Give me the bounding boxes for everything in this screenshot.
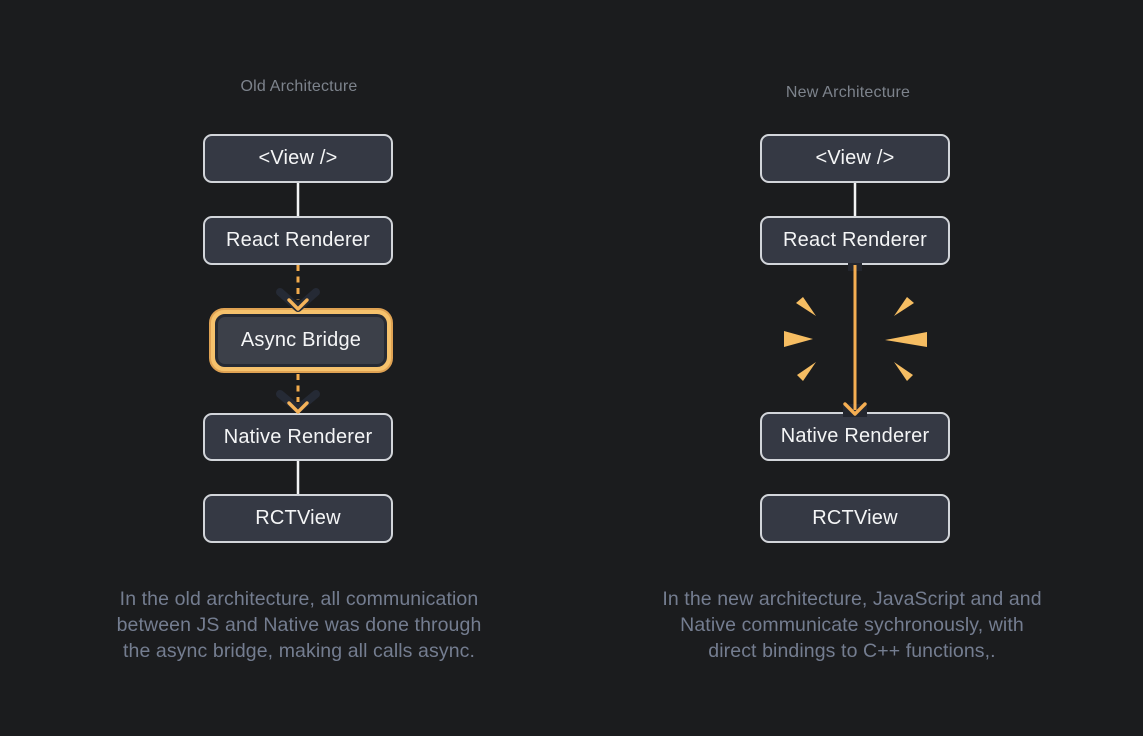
node-view-new: <View /> [760, 134, 950, 183]
old-react-to-bridge-dashed-arrow [276, 265, 320, 312]
node-native-renderer-new: Native Renderer [760, 412, 950, 461]
new-architecture-caption: In the new architecture, JavaScript and … [662, 586, 1041, 664]
arrowhead-casing-chevron-icon [276, 288, 320, 312]
node-view-old: <View /> [203, 134, 393, 183]
node-async-bridge: Async Bridge [215, 314, 387, 367]
caption-line: between JS and Native was done through [116, 614, 482, 636]
caption-line: direct bindings to C++ functions,. [708, 640, 996, 662]
node-native-renderer-old: Native Renderer [203, 413, 393, 461]
caption-line: the async bridge, making all calls async… [122, 640, 476, 662]
old-bridge-to-native-dashed-arrow [276, 374, 320, 414]
caption-line: Native communicate sychronously, with [680, 614, 1024, 636]
sync-spark-icon-right [885, 297, 927, 381]
old-architecture-title: Old Architecture [240, 78, 358, 95]
new-architecture-title: New Architecture [785, 84, 911, 101]
caption-line: In the new architecture, JavaScript and … [662, 588, 1042, 610]
new-react-to-native-sync-arrow [843, 263, 867, 417]
arrowhead-casing-chevron-icon [276, 390, 320, 413]
arrowhead-chevron-icon [287, 401, 309, 414]
node-async-bridge-ring: Async Bridge [209, 308, 393, 373]
node-rctview-old: RCTView [203, 494, 393, 543]
sync-spark-icon-left [784, 297, 816, 381]
old-architecture-caption: In the old architecture, all communicati… [117, 586, 482, 664]
caption-line: In the old architecture, all communicati… [119, 588, 479, 610]
node-rctview-new: RCTView [760, 494, 950, 543]
node-react-renderer-new: React Renderer [760, 216, 950, 265]
node-react-renderer-old: React Renderer [203, 216, 393, 265]
